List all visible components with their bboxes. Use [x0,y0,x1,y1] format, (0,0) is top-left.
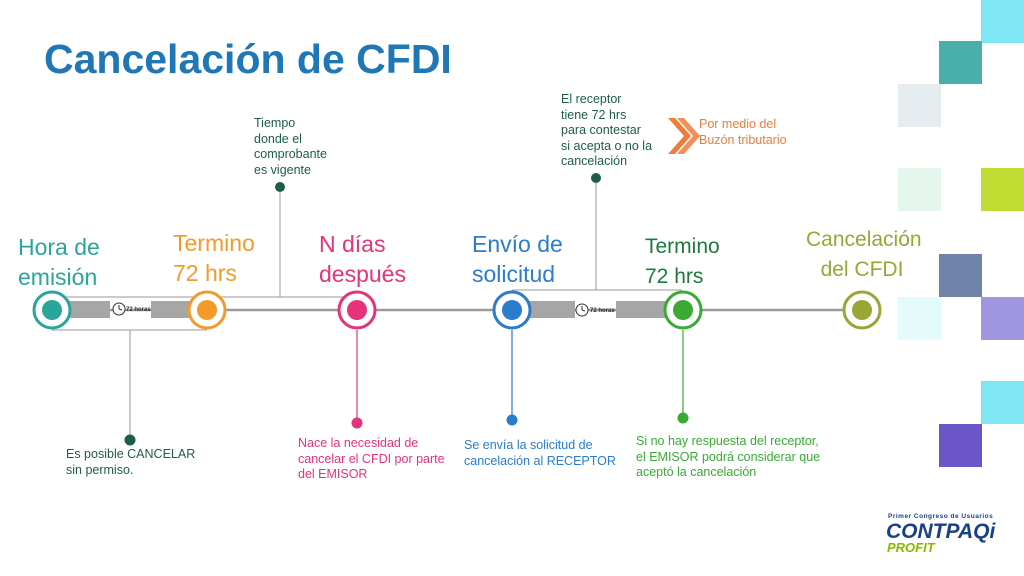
node-termino2 [663,290,703,330]
deco-square [898,168,941,211]
deco-square [939,41,982,84]
marker-dot [275,182,285,192]
timer-bar-1a [62,301,110,318]
node-emision [32,290,72,330]
marker-dot [591,173,601,183]
clock-icon [575,303,589,317]
chevron-right-icon [668,118,700,154]
marker-dot [677,412,689,424]
page-title: Cancelación de CFDI [44,36,452,82]
deco-square [939,424,982,467]
milestone-cancelacion: Cancelación del CFDI [806,228,922,281]
logo-product: PROFIT [887,540,935,555]
milestone-ndias: N días después [319,231,406,287]
deco-square [981,297,1024,340]
node-termino1 [187,290,227,330]
milestone-termino1: Termino 72 hrs [173,230,255,286]
note-receptor: El receptor tiene 72 hrs para contestar … [561,92,653,168]
clock-icon [112,302,126,316]
milestone-envio: Envío de solicitud [472,231,563,287]
marker-dot [506,414,518,426]
node-envio [492,290,532,330]
note-vigente: Tiempo donde el comprobante es vigente [254,116,327,177]
timer-label: 72 horas [126,307,151,313]
logo-brand: CONTPAQi [886,520,996,543]
note-envia: Se envía la solicitud de cancelación al … [464,438,616,468]
note-necesidad: Nace la necesidad de cancelar el CFDI po… [298,436,445,481]
milestone-termino2: Termino 72 hrs [645,235,720,288]
deco-square [981,168,1024,211]
note-buzon: Por medio del Buzón tributario [699,117,787,147]
deco-square [898,84,941,127]
note-sin-permiso: Es posible CANCELAR sin permiso. [66,447,196,477]
logo-tagline: Primer Congreso de Usuarios [888,513,994,520]
deco-square [981,0,1024,43]
marker-dot [124,434,136,446]
timer-bar-2b [616,301,676,318]
deco-square [939,127,982,170]
deco-square [939,254,982,297]
milestone-emision: Hora de emisión [18,234,100,290]
node-cancelacion [842,290,882,330]
node-ndias [337,290,377,330]
note-sin-respuesta: Si no hay respuesta del receptor, el EMI… [636,434,821,479]
deco-square [981,381,1024,424]
deco-square [898,297,941,340]
timer-bar-2a [520,301,575,318]
timer-label: 72 horas [590,308,615,314]
marker-dot [351,417,363,429]
